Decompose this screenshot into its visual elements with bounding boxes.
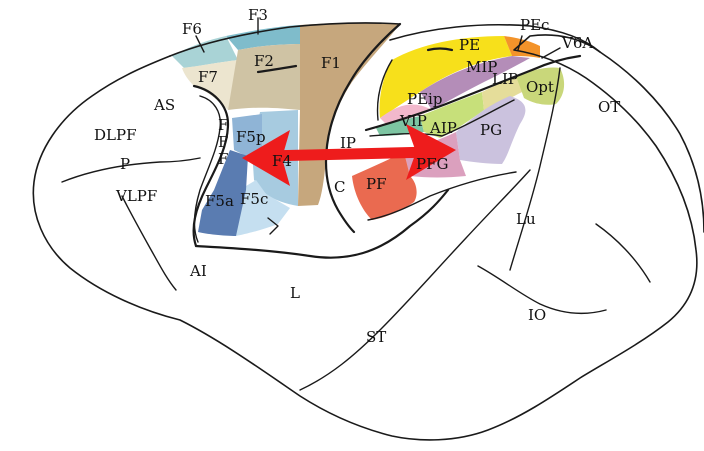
label-ST: ST [366,328,386,346]
label-V6A: V6A [561,34,593,52]
label-VIP: VIP [399,112,427,130]
label-F2: F2 [254,52,274,70]
label-P: P [120,155,130,173]
label-IP: IP [340,134,356,152]
label-F1: F1 [321,54,341,72]
label-AI: AI [189,262,207,280]
label-F5c: F5c [240,190,268,208]
label-OT: OT [598,98,620,116]
label-L: L [290,284,300,302]
occipitotemporal-curve [596,224,650,282]
label-F5p: F5p [236,128,266,146]
label-PE: PE [459,36,480,54]
label-F5a: F5a [205,192,234,210]
label-Opt: Opt [526,78,554,96]
label-LIP: LIP [492,70,518,88]
label-Lu: Lu [516,210,536,228]
label-F6: F6 [182,20,202,38]
label-F-middle: F [218,133,228,151]
label-F4: F4 [272,152,292,170]
label-AS: AS [153,96,175,114]
principal-sulcus [62,158,200,182]
label-F3: F3 [248,6,268,24]
label-PEip: PEip [407,90,442,108]
label-AIP: AIP [429,119,457,137]
label-F7: F7 [198,68,218,86]
label-DLPF: DLPF [94,126,137,144]
label-F-lower: F [218,150,228,168]
label-VLPF: VLPF [115,187,157,205]
label-C: C [334,178,345,196]
brain-outline [33,35,704,440]
label-IO: IO [528,306,546,324]
vlpf-line [122,196,176,290]
label-PG: PG [480,121,502,139]
label-PF: PF [366,175,387,193]
brain-outline-group [33,18,704,440]
label-PEc: PEc [520,16,549,34]
label-PFG: PFG [416,155,448,173]
v6a-leader [542,48,560,58]
label-F-upper: F [218,116,228,134]
